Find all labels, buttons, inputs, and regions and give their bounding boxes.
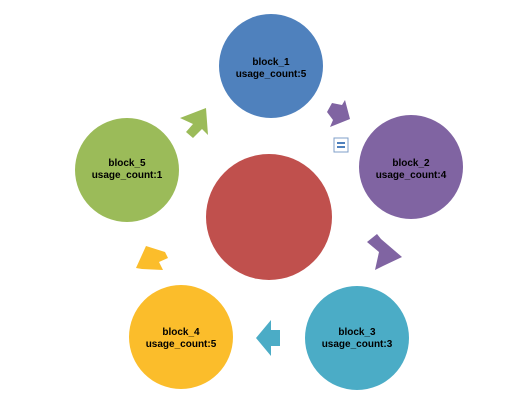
node-block_2-circle [359, 115, 463, 219]
arrow-block_2-to-block_3 [367, 234, 402, 270]
node-block_5-circle [75, 118, 179, 222]
arrow-block_1-to-block_2 [327, 100, 350, 127]
node-block_3: block_3 usage_count:3 [305, 286, 409, 390]
node-block_1-circle [219, 14, 323, 118]
node-block_3-circle [305, 286, 409, 390]
node-block_1-name: block_1 [252, 57, 290, 68]
node-block_3-name: block_3 [338, 327, 376, 338]
node-block_2-usage: usage_count:4 [376, 170, 447, 181]
node-block_4-name: block_4 [162, 327, 200, 338]
node-block_1: block_1 usage_count:5 [219, 14, 323, 118]
node-block_2-name: block_2 [392, 158, 430, 169]
arrow-block_4-to-block_5 [136, 246, 168, 270]
node-block_5: block_5 usage_count:1 [75, 118, 179, 222]
arrow-block_3-to-block_4 [256, 320, 280, 356]
layout-options-icon[interactable] [333, 137, 349, 153]
node-block_2: block_2 usage_count:4 [359, 115, 463, 219]
node-block_5-usage: usage_count:1 [92, 170, 163, 181]
node-block_4: block_4 usage_count:5 [129, 285, 233, 389]
node-block_4-circle [129, 285, 233, 389]
node-block_1-usage: usage_count:5 [236, 69, 307, 80]
node-block_5-name: block_5 [108, 158, 146, 169]
node-block_4-usage: usage_count:5 [146, 339, 217, 350]
node-block_3-usage: usage_count:3 [322, 339, 393, 350]
center-circle [206, 154, 332, 280]
arrow-block_5-to-block_1 [180, 108, 208, 138]
